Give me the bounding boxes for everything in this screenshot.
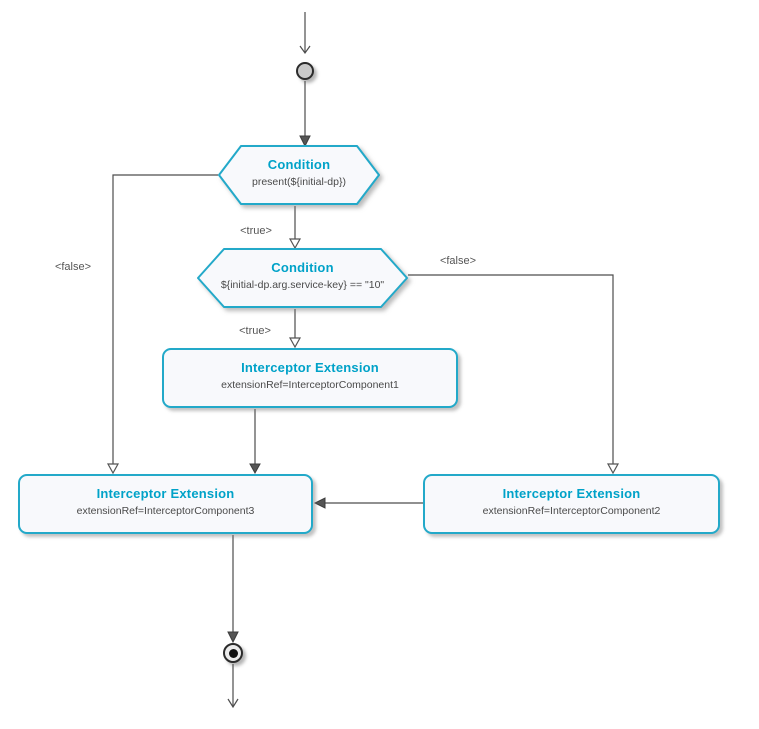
interceptor-2-title: Interceptor Extension — [502, 485, 641, 501]
end-node — [223, 643, 243, 663]
arrowhead-filled-icon — [249, 463, 261, 475]
edge-label-false-left: <false> — [54, 261, 92, 273]
interceptor-3-title: Interceptor Extension — [96, 485, 235, 501]
edge-label-false-right: <false> — [439, 255, 477, 267]
interceptor-extension-node-2: Interceptor Extension extensionRef=Inter… — [423, 474, 720, 534]
arrowhead-hollow-icon — [288, 337, 302, 349]
edge-label-true-1: <true> — [240, 225, 272, 237]
arrowhead-hollow-icon — [288, 238, 302, 250]
edge-condition1-false — [112, 174, 218, 464]
interceptor-1-ref: extensionRef=InterceptorComponent1 — [221, 378, 399, 391]
interceptor-2-ref: extensionRef=InterceptorComponent2 — [482, 504, 661, 517]
end-node-dot-icon — [228, 648, 238, 658]
edge-condition2-false — [408, 274, 614, 464]
arrowhead-hollow-icon — [606, 463, 620, 475]
condition-node-2: Condition ${initial-dp.arg.service-key} … — [197, 248, 408, 309]
arrowhead-filled-icon — [227, 631, 239, 644]
interceptor-extension-node-1: Interceptor Extension extensionRef=Inter… — [162, 348, 458, 408]
edge-label-true-2: <true> — [239, 325, 271, 337]
condition-1-expression: present(${initial-dp}) — [252, 176, 346, 188]
interceptor-1-title: Interceptor Extension — [241, 359, 379, 375]
hexagon-shape-icon — [197, 248, 408, 308]
condition-1-title: Condition — [267, 157, 331, 172]
condition-2-title: Condition — [271, 260, 334, 275]
arrowhead-hollow-icon — [106, 463, 120, 475]
interceptor-3-ref: extensionRef=InterceptorComponent3 — [76, 504, 255, 517]
arrowhead-chevron-icon — [227, 698, 239, 709]
arrowhead-filled-icon — [313, 497, 326, 509]
condition-2-expression: ${initial-dp.arg.service-key} == "10" — [220, 279, 385, 291]
start-node — [296, 62, 314, 80]
arrowhead-filled-icon — [299, 135, 311, 148]
hexagon-shape-icon — [218, 145, 380, 205]
arrowhead-chevron-icon — [299, 45, 311, 55]
condition-node-1: Condition present(${initial-dp}) — [218, 145, 380, 206]
interceptor-extension-node-3: Interceptor Extension extensionRef=Inter… — [18, 474, 313, 534]
